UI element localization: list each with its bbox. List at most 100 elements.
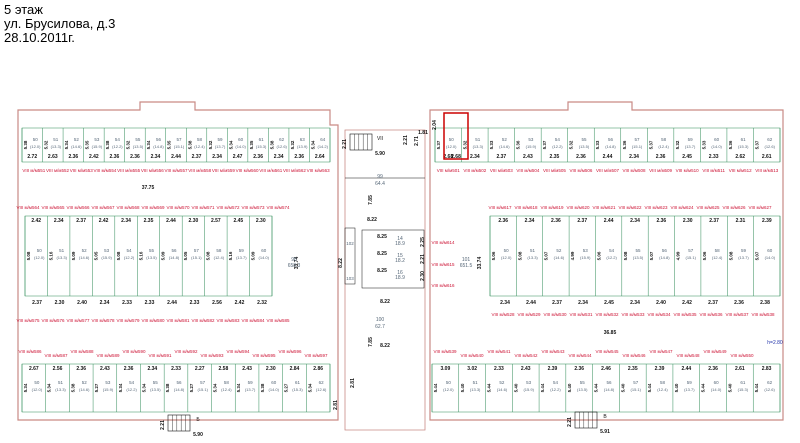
- stair-height: 2.21: [342, 139, 348, 149]
- bay-length-label: 5.07: [544, 251, 549, 260]
- parking-space-label: VIII м/м620: [567, 205, 590, 210]
- parking-space-label: VIII м/м614: [432, 240, 455, 245]
- parking-space-label: VIII м/м549: [704, 349, 727, 354]
- bay-width-label: 2.34: [54, 218, 64, 224]
- bay-width-label: 2.57: [211, 218, 221, 224]
- bay-length-label: 5.32: [208, 140, 213, 149]
- bay-length-label: 5.37: [542, 140, 547, 149]
- bay-width-label: 2.33: [122, 300, 132, 306]
- bay-length-label: 5.08: [206, 251, 211, 260]
- bay-area: (15.9): [526, 144, 537, 149]
- parking-space-label: VIII м/м585: [267, 318, 290, 323]
- bay-width-label: 2.36: [294, 154, 304, 160]
- stair-width: 5.91: [600, 429, 610, 435]
- bay-number: 52: [74, 137, 80, 142]
- parking-space-label: VIII м/м583: [217, 318, 240, 323]
- bay-length-label: 5.16: [228, 251, 233, 260]
- bay-number: 53: [104, 248, 110, 253]
- stairwell-b: [167, 414, 191, 432]
- bay-area: (13.3): [470, 387, 481, 392]
- bay-length-label: 5.32: [675, 140, 680, 149]
- bay-area: (12.6): [764, 387, 775, 392]
- parking-space-label: VIII м/м513: [755, 168, 778, 173]
- bay-width-label: 2.45: [604, 300, 614, 306]
- bay-area: (14.6): [79, 387, 90, 392]
- bay-width-label: 2.30: [55, 300, 65, 306]
- bay-number: 61: [740, 380, 746, 385]
- bay-length-label: 5.44: [540, 383, 545, 392]
- bay-area: (14.0): [235, 144, 246, 149]
- dimension-label: 8.25: [377, 234, 387, 240]
- bay-width-label: 2.47: [233, 154, 243, 160]
- bay-length-label: 5.34: [118, 383, 123, 392]
- bay-area: (13.5): [633, 255, 644, 260]
- bay-length-label: 5.16: [48, 251, 53, 260]
- bay-number: 55: [580, 380, 586, 385]
- bay-number: 51: [473, 380, 479, 385]
- bay-area: (12.6): [316, 387, 327, 392]
- bay-area: (14.6): [499, 144, 510, 149]
- bay-number: 54: [115, 137, 121, 142]
- parking-space-label: VIII м/м529: [518, 312, 541, 317]
- bay-length-label: 5.40: [513, 383, 518, 392]
- dimension-label: 8.22: [338, 258, 344, 268]
- parking-space-label: VIII м/м561: [259, 168, 282, 173]
- parking-space-label: VIII м/м618: [515, 205, 538, 210]
- parking-space-label: VIII м/м551: [22, 168, 45, 173]
- bay-area: (14.0): [259, 255, 270, 260]
- stair-height: 2.21: [403, 135, 409, 145]
- bay-number: 62: [767, 137, 773, 142]
- dimension-label: 2.81: [333, 400, 339, 410]
- bay-width-label: 2.37: [577, 218, 587, 224]
- bay-width-label: 2.37: [709, 218, 719, 224]
- corridor-length: 36.85: [604, 330, 617, 336]
- bay-number: 50: [34, 380, 40, 385]
- bay-area: (15.9): [101, 255, 112, 260]
- bay-width-label: 2.33: [145, 300, 155, 306]
- bay-width-label: 2.34: [630, 300, 640, 306]
- parking-space-label: VIII м/м553: [70, 168, 93, 173]
- parking-space-label: VIII м/м508: [623, 168, 646, 173]
- bay-number: 55: [149, 248, 155, 253]
- bay-length-label: 5.36: [728, 140, 733, 149]
- bay-number: 56: [171, 248, 177, 253]
- room-number: 100: [376, 317, 385, 323]
- bay-width-label: 2.36: [498, 218, 508, 224]
- parking-space-label: VIII м/м587: [45, 353, 68, 358]
- parking-space-label: VIII м/м556: [141, 168, 164, 173]
- bay-number: 52: [82, 380, 88, 385]
- bay-width-label: 2.56: [53, 366, 63, 372]
- bay-length-label: 5.08: [26, 251, 31, 260]
- bay-number: 57: [194, 248, 200, 253]
- bay-length-label: 5.44: [433, 383, 438, 392]
- bay-number: 58: [216, 248, 222, 253]
- stair-height: 2.21: [567, 417, 573, 427]
- bay-width-label: 2.34: [629, 154, 639, 160]
- room-area: 18.9: [395, 241, 405, 247]
- bay-width-label: 2.36: [253, 154, 263, 160]
- bay-length-label: 5.36: [516, 140, 521, 149]
- parking-space-label: VIII м/м557: [165, 168, 188, 173]
- bay-number: 52: [502, 137, 508, 142]
- parking-space-label: VIII м/м577: [67, 318, 90, 323]
- bay-width-label: 2.31: [736, 218, 746, 224]
- bay-length-label: 5.34: [236, 383, 241, 392]
- corridor-width: 33.74: [477, 257, 483, 270]
- bay-width-label: 2.37: [32, 300, 42, 306]
- bay-length-label: 5.16: [138, 251, 143, 260]
- bay-length-label: 5.38: [269, 140, 274, 149]
- parking-space-label: VIII м/м512: [729, 168, 752, 173]
- bay-length-label: 5.35: [85, 140, 90, 149]
- room-number: 99: [377, 174, 383, 180]
- highlighted-room-width: 2.68: [451, 154, 461, 160]
- bay-area: (15.1): [174, 144, 185, 149]
- bay-width-label: 2.36: [124, 366, 134, 372]
- bay-width-label: 2.67: [29, 366, 39, 372]
- bay-width-label: 2.43: [242, 366, 252, 372]
- bay-width-label: 2.43: [521, 366, 531, 372]
- bay-number: 53: [583, 248, 589, 253]
- parking-space-label: VIII м/м593: [201, 353, 224, 358]
- bay-length-label: 5.34: [228, 140, 233, 149]
- stairwell-v: [574, 411, 598, 429]
- bay-length-label: 5.08: [116, 251, 121, 260]
